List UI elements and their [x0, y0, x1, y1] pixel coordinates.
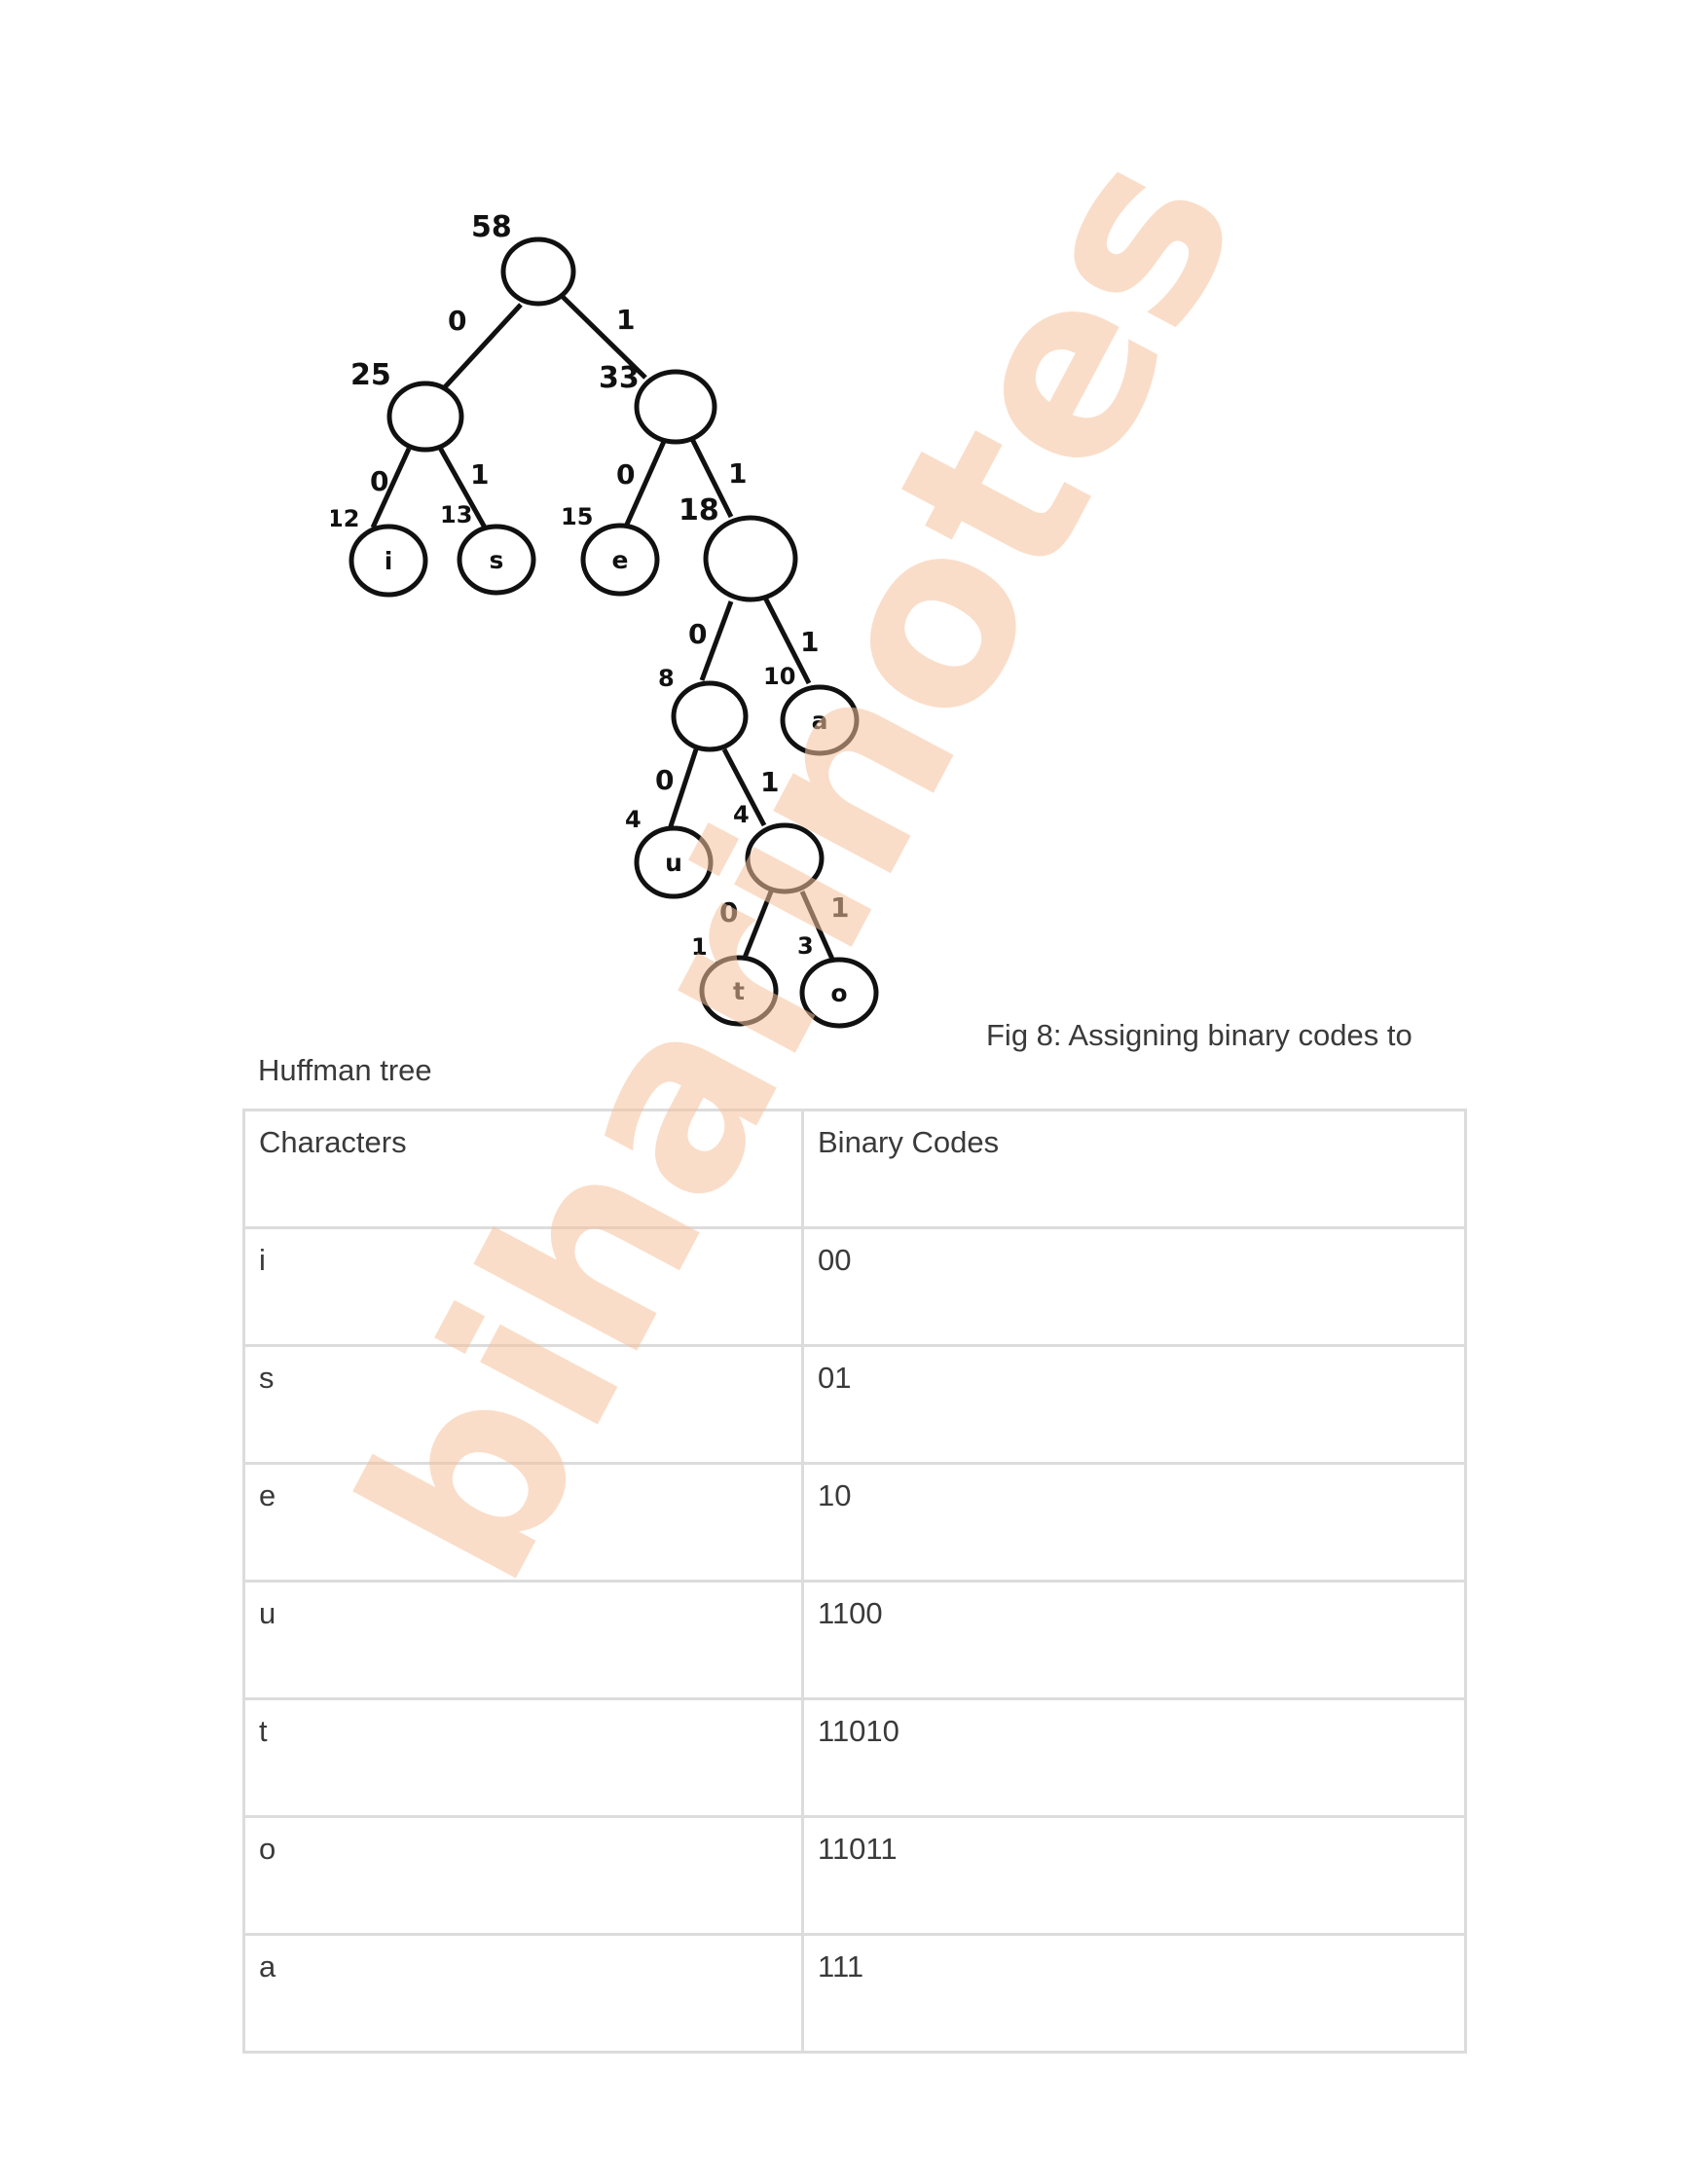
weight-label-o: 3	[797, 932, 814, 960]
table-header-row: Characters Binary Codes	[242, 1109, 1467, 1229]
tree-edge	[721, 747, 767, 827]
character-cell: a	[242, 1933, 804, 2054]
table-row: o 11011	[242, 1815, 1467, 1936]
weight-label-e: 15	[561, 503, 593, 530]
tree-node-25	[386, 381, 464, 453]
tree-node-4	[745, 822, 825, 894]
weight-label-25: 25	[350, 358, 391, 392]
weight-label-18: 18	[679, 493, 719, 528]
table-row: e 10	[242, 1462, 1467, 1583]
weight-label-4: 4	[733, 801, 750, 828]
weight-label-i: 12	[331, 505, 359, 532]
tree-leaf-a	[780, 684, 860, 756]
edge-label: 0	[655, 764, 674, 796]
leaf-label-e: e	[612, 546, 629, 574]
table-row: u 1100	[242, 1580, 1467, 1700]
leaf-label-i: i	[385, 547, 393, 575]
column-header-characters: Characters	[242, 1109, 804, 1229]
character-cell: t	[242, 1697, 804, 1818]
weight-label-root: 58	[471, 210, 512, 244]
table-row: i 00	[242, 1226, 1467, 1347]
huffman-tree-diagram: i s e a u t o 58 25 33 18 12 13 15 8 10 …	[331, 210, 879, 1029]
code-cell: 111	[801, 1933, 1467, 2054]
table-row: a 111	[242, 1933, 1467, 2054]
edge-label: 1	[470, 458, 489, 491]
edge-label: 0	[719, 896, 738, 928]
character-cell: i	[242, 1226, 804, 1347]
tree-leaf-e	[580, 523, 660, 597]
tree-leaf-u	[634, 825, 714, 899]
code-cell: 01	[801, 1344, 1467, 1465]
edge-label: 1	[760, 766, 779, 798]
figure-caption-continued: Huffman tree	[258, 1053, 432, 1087]
tree-edge	[699, 601, 734, 681]
tree-edge	[667, 748, 699, 830]
edge-label: 1	[830, 892, 849, 924]
leaf-label-o: o	[830, 979, 847, 1007]
leaf-label-u: u	[665, 849, 682, 877]
tree-node-8	[671, 680, 749, 752]
weight-label-8: 8	[658, 665, 675, 692]
edge-label: 0	[448, 305, 466, 337]
character-cell: e	[242, 1462, 804, 1583]
edge-label: 1	[728, 457, 747, 490]
tree-node-33	[634, 369, 717, 445]
tree-edge	[559, 293, 647, 380]
tree-edge	[623, 435, 669, 528]
code-cell: 1100	[801, 1580, 1467, 1700]
tree-leaf-t	[699, 955, 779, 1027]
figure-caption: Fig 8: Assigning binary codes to	[986, 1018, 1413, 1052]
tree-edge	[370, 447, 412, 529]
column-header-binary-codes: Binary Codes	[801, 1109, 1467, 1229]
edge-label: 0	[370, 465, 388, 497]
tree-edge	[738, 891, 774, 968]
leaf-label-a: a	[812, 707, 828, 735]
edge-label: 1	[616, 304, 635, 336]
character-cell: u	[242, 1580, 804, 1700]
character-cell: s	[242, 1344, 804, 1465]
table-row: t 11010	[242, 1697, 1467, 1818]
tree-node-18	[703, 515, 798, 602]
tree-leaf-s	[457, 524, 536, 596]
tree-edge	[437, 446, 488, 529]
code-cell: 00	[801, 1226, 1467, 1347]
code-cell: 11010	[801, 1697, 1467, 1818]
edge-label: 0	[688, 618, 707, 650]
leaf-label-s: s	[490, 546, 504, 574]
weight-label-t: 1	[691, 933, 708, 961]
tree-edge	[762, 596, 812, 685]
tree-leaf-i	[349, 524, 428, 598]
binary-codes-table: Characters Binary Codes i 00 s 01 e 10 u…	[242, 1109, 1467, 2054]
table-row: s 01	[242, 1344, 1467, 1465]
leaf-label-t: t	[733, 977, 745, 1005]
character-cell: o	[242, 1815, 804, 1936]
edge-label: 0	[616, 458, 635, 491]
weight-label-u: 4	[625, 806, 642, 833]
tree-edge	[688, 435, 734, 519]
code-cell: 10	[801, 1462, 1467, 1583]
tree-edge	[440, 303, 523, 392]
weight-label-33: 33	[599, 361, 640, 395]
tree-node-root	[500, 237, 576, 307]
weight-label-a: 10	[763, 663, 795, 690]
tree-edge	[799, 890, 837, 965]
weight-label-s: 13	[440, 501, 472, 528]
code-cell: 11011	[801, 1815, 1467, 1936]
edge-label: 1	[800, 626, 819, 658]
tree-leaf-o	[799, 957, 879, 1029]
